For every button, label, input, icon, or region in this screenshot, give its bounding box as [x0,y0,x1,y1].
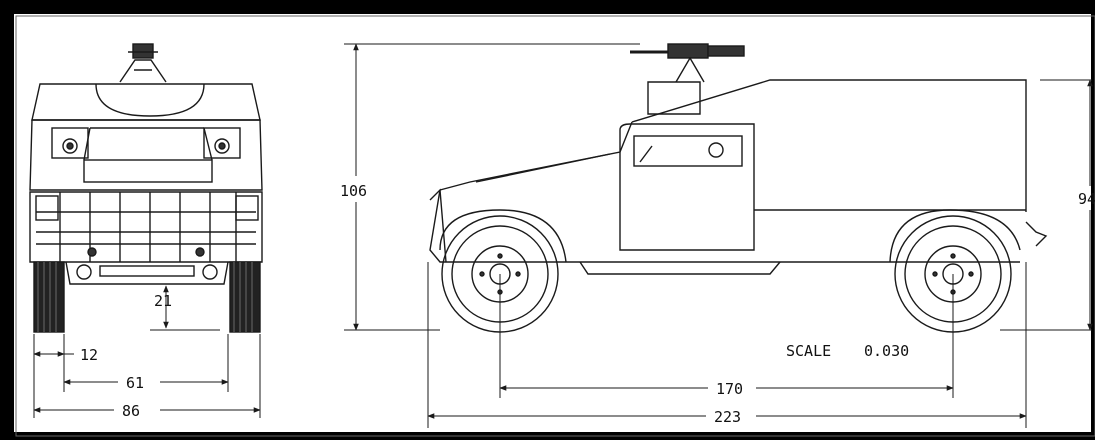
front-view [29,43,263,333]
side-turret [647,81,701,115]
front-mirror-right [203,127,241,159]
side-dimensions [344,43,1093,428]
dim-body-height: 94 [1078,190,1095,208]
dim-overall-width: 86 [122,402,140,420]
drawing-border-inner [15,15,1095,437]
side-body [429,189,1020,263]
front-body-upper [29,119,263,191]
side-gun [630,43,745,83]
dim-track-width: 61 [126,374,144,392]
front-dimensions [33,285,261,418]
front-tire-left [33,261,65,333]
front-mirror-left [51,127,89,159]
dim-ground-clearance: 21 [154,292,172,310]
front-grille [29,191,263,263]
dim-tire-width: 12 [80,346,98,364]
side-door [619,123,755,251]
side-view [429,43,1048,333]
dim-overall-length: 223 [714,408,741,426]
side-cargo-box [631,79,1027,212]
front-tire-right [229,261,261,333]
front-gun-mount [119,43,167,83]
scale-value: 0.030 [864,342,909,360]
scale-label: SCALE [786,342,831,360]
side-door-window [633,135,743,167]
dim-wheelbase: 170 [716,380,743,398]
drawing-paper [6,6,1095,440]
dim-overall-height: 106 [340,182,367,200]
